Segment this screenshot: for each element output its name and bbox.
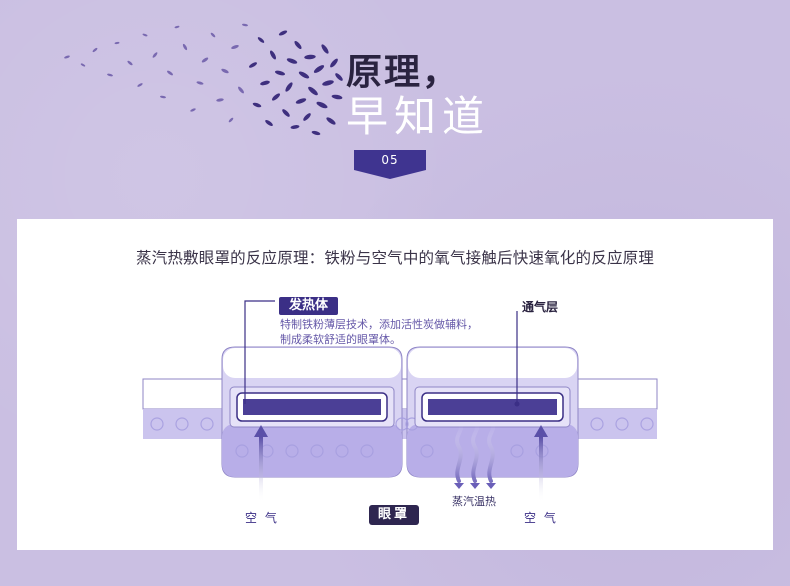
- section-number-tab: 05: [354, 150, 426, 180]
- title-main: 原理，: [346, 51, 461, 93]
- label-heating-body: 发热体: [279, 297, 339, 315]
- header-title: 原理， 早知道: [346, 50, 490, 142]
- right-heater-bar: [428, 399, 557, 415]
- heater-callout-line: [244, 300, 275, 404]
- left-heater-bar: [243, 399, 381, 415]
- lavender-petals-decoration: [64, 23, 343, 136]
- section-number: 05: [381, 153, 399, 167]
- eye-mask-diagram: [142, 300, 658, 503]
- air-arrow-right: [539, 437, 543, 503]
- steam-waves: [455, 423, 496, 483]
- heating-desc-line1: 特制铁粉薄层技术，添加活性炭做辅料，: [280, 318, 478, 331]
- label-steam-heat: 蒸汽温热: [452, 495, 496, 508]
- label-air-left: 空 气: [245, 511, 279, 525]
- label-eye-mask: 眼罩: [369, 505, 420, 525]
- left-pod-fill: [222, 424, 402, 477]
- panel-headline: 蒸汽热敷眼罩的反应原理：铁粉与空气中的氧气接触后快速氧化的反应原理: [135, 249, 655, 267]
- section-tab-shape: [354, 150, 426, 179]
- heating-body-description: 特制铁粉薄层技术，添加活性炭做辅料， 制成柔软舒适的眼罩体。: [280, 317, 530, 347]
- label-air-right: 空 气: [524, 511, 558, 525]
- label-vent-layer: 通气层: [522, 300, 559, 314]
- heating-desc-line2: 制成柔软舒适的眼罩体。: [280, 333, 401, 346]
- principle-panel: 蒸汽热敷眼罩的反应原理：铁粉与空气中的氧气接触后快速氧化的反应原理: [17, 219, 773, 550]
- air-arrow-left: [259, 437, 263, 503]
- title-subtitle: 早知道: [346, 92, 491, 141]
